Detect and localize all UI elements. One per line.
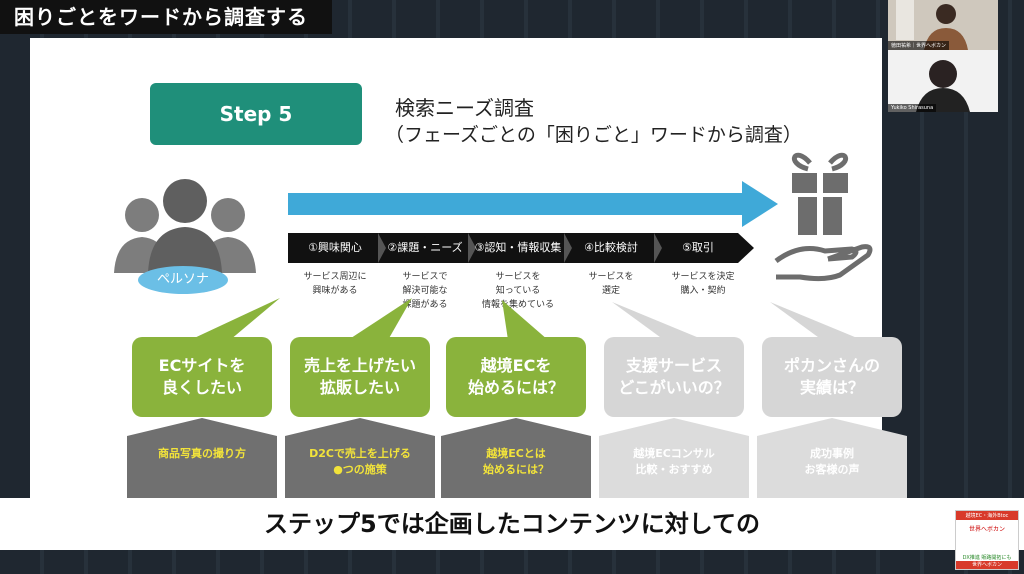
keyword-text-1: 商品写真の撮り方 <box>158 447 246 460</box>
phase-desc-4: サービスを 選定 <box>588 272 634 296</box>
phase-bar <box>288 233 738 263</box>
phase-desc-5: サービスを決定 購入・契約 <box>671 272 735 296</box>
phase-separator <box>564 233 572 263</box>
slide-heading: 検索ニーズ調査 <box>395 96 534 120</box>
phase-desc-1: サービス周辺に 興味がある <box>303 272 367 296</box>
need-bubble-1: ECサイトを 良くしたい <box>132 337 272 417</box>
video-title: 困りごとをワードから調査する <box>0 0 332 34</box>
phase-label-2: ②課題・ニーズ <box>387 241 463 254</box>
logo-mid-text: 世界へボカン <box>968 526 1005 533</box>
keyword-box-2 <box>285 418 435 498</box>
webcam-feed-1: 徳田祐希｜世界へボカン <box>888 0 998 50</box>
keyword-box-1 <box>127 418 277 498</box>
need-bubble-4: 支援サービス どこがいいの？ <box>604 337 744 417</box>
bubble-tails <box>190 298 862 340</box>
subtitle-band <box>0 498 1024 550</box>
keyword-text-4: 越境ECコンサル 比較・おすすめ <box>633 447 715 476</box>
phase-label-1: ①興味関心 <box>308 241 362 254</box>
persona-label: ペルソナ <box>138 266 228 294</box>
journey-arrow <box>288 193 748 215</box>
need-bubble-5: ポカンさんの 実績は？ <box>762 337 902 417</box>
step-badge: Step 5 <box>150 83 362 145</box>
gift-hand-icon <box>774 152 873 282</box>
persona-group-icon <box>114 179 256 273</box>
keyword-box-4 <box>599 418 749 498</box>
phase-separator <box>378 233 386 263</box>
slide-subheading: （フェーズごとの「困りごと」ワードから調査） <box>385 124 802 146</box>
logo-top-text: 越境EC・海外Btoc <box>956 511 1018 520</box>
phase-label-5: ⑤取引 <box>682 241 714 254</box>
keyword-text-2: D2Cで売上を上げる ●つの施策 <box>309 447 411 476</box>
keyword-text-3: 越境ECとは 始めるには？ <box>483 447 549 476</box>
phase-desc-2: サービスで 解決可能な 課題がある <box>402 272 448 310</box>
webcam-name-1: 徳田祐希｜世界へボカン <box>888 41 950 50</box>
person-avatar-icon <box>888 50 998 112</box>
logo-bottom-text: DX推進 販路開拓にも <box>962 555 1012 561</box>
channel-logo: 越境EC・海外Btoc 世界へボカン DX推進 販路開拓にも 世界へボカン <box>955 510 1019 570</box>
phase-bar-head <box>738 233 754 263</box>
phase-label-4: ④比較検討 <box>584 241 638 254</box>
keyword-text-5: 成功事例 お客様の声 <box>804 447 860 476</box>
logo-brand-text: 世界へボカン <box>956 561 1018 569</box>
slide: Step 5 検索ニーズ調査 （フェーズごとの「困りごと」ワードから調査） ペル… <box>30 38 907 498</box>
phase-label-3: ③認知・情報収集 <box>474 241 562 254</box>
need-bubble-3: 越境ECを 始めるには？ <box>446 337 586 417</box>
keyword-box-5 <box>757 418 907 498</box>
need-bubble-2: 売上を上げたい 拡販したい <box>290 337 430 417</box>
keyword-box-3 <box>441 418 591 498</box>
journey-arrow-head <box>742 181 778 227</box>
webcam-feed-2: Yukiko Shirasuna <box>888 50 998 112</box>
phase-separator <box>654 233 662 263</box>
webcam-name-2: Yukiko Shirasuna <box>888 104 937 112</box>
phase-desc-3: サービスを 知っている 情報を集めている <box>481 272 554 310</box>
subtitle: ステップ5では企画したコンテンツに対しての <box>264 510 760 538</box>
phase-separator <box>468 233 476 263</box>
